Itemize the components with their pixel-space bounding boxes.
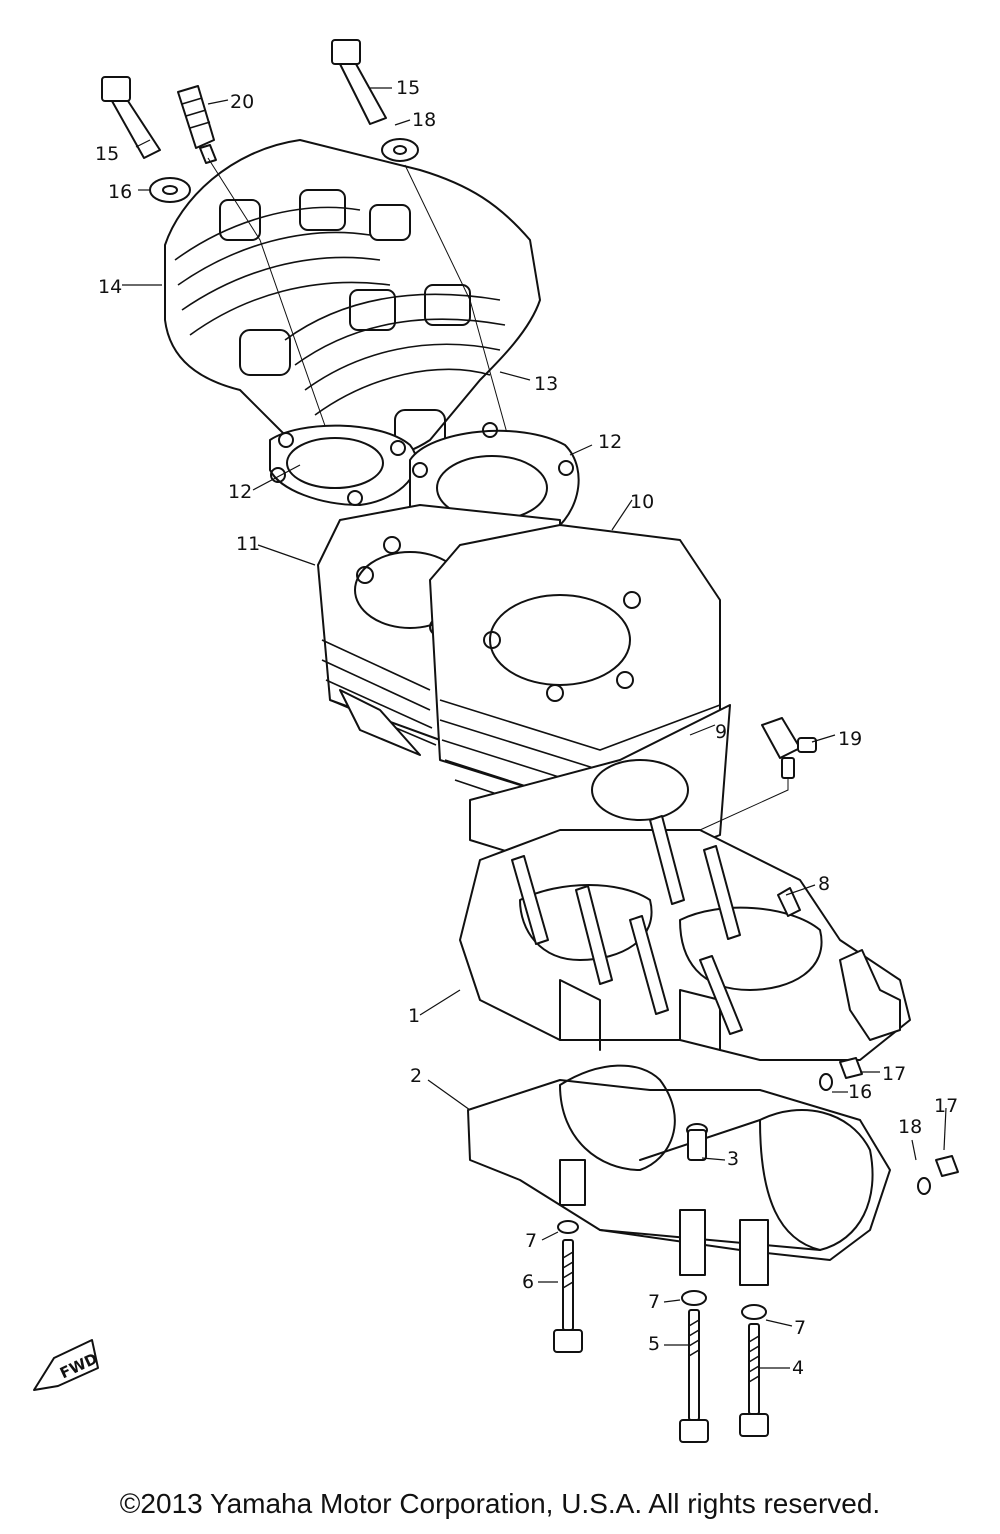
washer-16-right [381,138,419,162]
callout-18-top: 18 [412,109,436,131]
bolt-4 [739,1323,769,1437]
copyright-notice: ©2013 Yamaha Motor Corporation, U.S.A. A… [119,1488,881,1519]
callout-15-left: 15 [95,143,119,165]
callout-7-right: 7 [794,1317,806,1339]
head-bolt-left [101,76,161,159]
washer-16-left-hole [162,185,178,195]
washer-16-left [149,177,191,203]
crankcase-bolt-17a [819,1057,863,1091]
spark-plug [177,85,217,164]
washer-7b [681,1290,707,1306]
bolt-6 [553,1239,583,1353]
crankcase-bolt-17b [917,1155,959,1195]
callout-15-right: 15 [396,77,420,99]
callout-5: 5 [648,1333,660,1355]
head-gasket-left [269,424,418,506]
callout-16: 16 [108,181,132,203]
oil-fitting [761,717,817,779]
washer-7a [557,1220,579,1234]
alignment-line-bolt [404,164,521,481]
callout-4: 4 [792,1357,804,1379]
callout-6: 6 [522,1271,534,1293]
leader-lines [122,87,947,1369]
cylinder-head [164,139,541,462]
callout-2: 2 [410,1065,422,1087]
callout-1: 1 [408,1005,420,1027]
exploded-parts-diagram: FWD 15 20 15 18 16 14 13 12 12 [33,39,959,1443]
alignment-line-plug [207,157,331,441]
fwd-arrow-icon: FWD [33,1339,100,1391]
callout-11: 11 [236,533,260,555]
washer-16-right-hole [393,145,407,155]
callout-8: 8 [818,873,830,895]
callout-7-left: 7 [525,1230,537,1252]
callout-9: 9 [715,721,727,743]
cylinder-studs [511,815,801,1035]
callout-20: 20 [230,91,254,113]
head-bolt-right [331,39,387,125]
callout-17-lower: 17 [934,1095,958,1117]
callout-12-right: 12 [598,431,622,453]
callout-10: 10 [630,491,654,513]
upper-crankcase [459,829,911,1061]
callout-7-middle: 7 [648,1291,660,1313]
oil-fitting-line [699,778,789,831]
callout-17-upper: 17 [882,1063,906,1085]
callout-12-left: 12 [228,481,252,503]
cylinder-right [339,524,721,829]
callout-18-lower: 18 [898,1116,922,1138]
washer-7c [741,1304,767,1320]
callout-16-lower: 16 [848,1081,872,1103]
lower-crankcase [467,1064,891,1286]
bolt-5 [679,1309,709,1443]
callout-14: 14 [98,276,122,298]
callout-13: 13 [534,373,558,395]
callout-3: 3 [727,1148,739,1170]
callout-19: 19 [838,728,862,750]
